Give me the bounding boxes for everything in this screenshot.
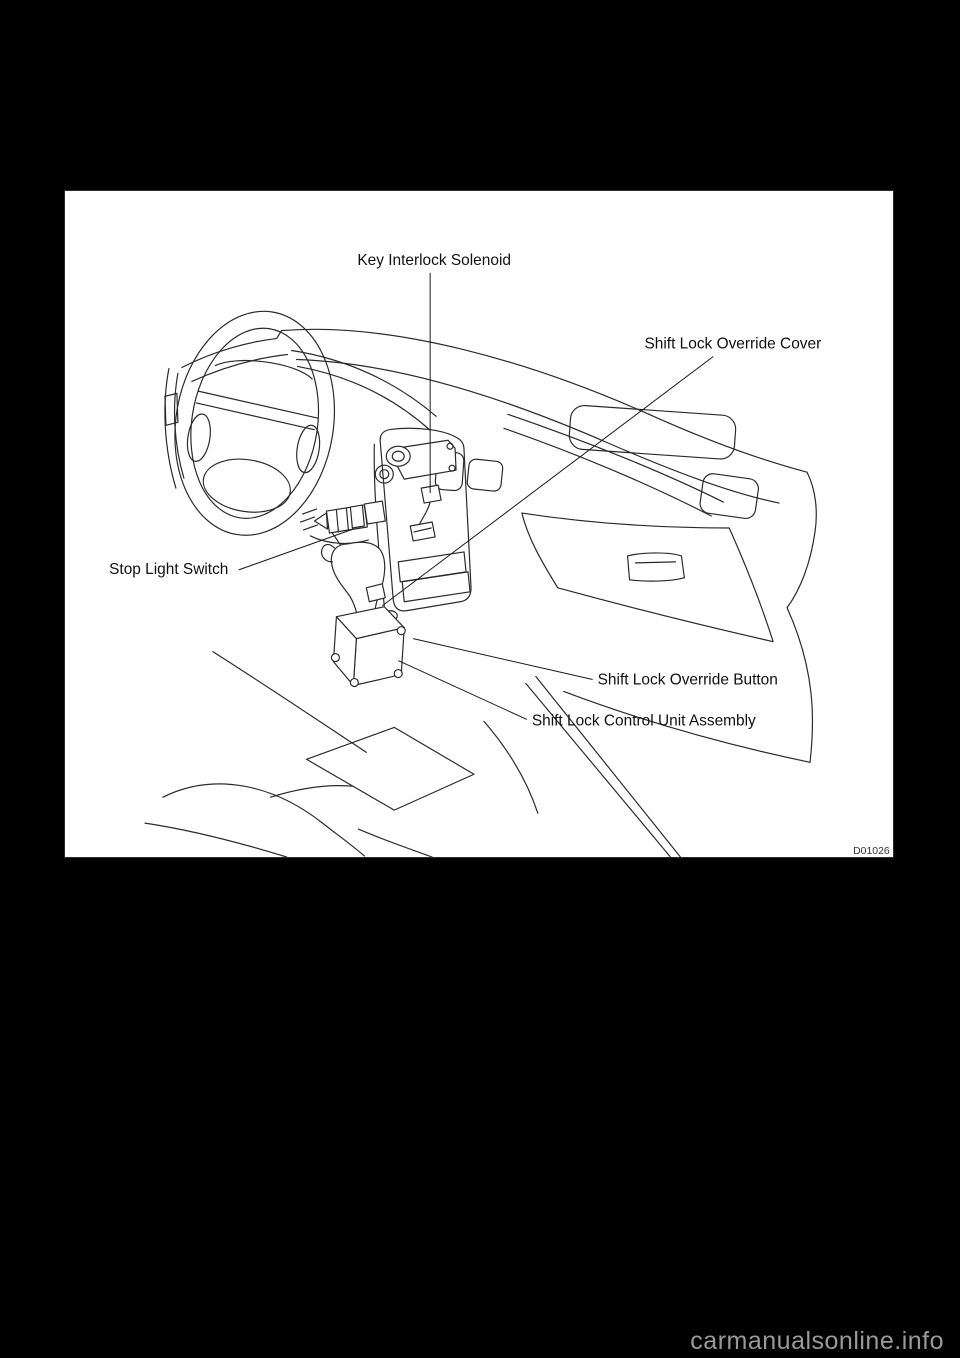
steering-wheel	[174, 310, 336, 536]
labels: Key Interlock Solenoid Shift Lock Overri…	[109, 252, 890, 857]
leader-stop-light-switch	[238, 528, 354, 571]
key-interlock-solenoid-part	[385, 439, 457, 542]
leader-shift-lock-override-cover	[381, 356, 714, 607]
stop-light-switch-part	[299, 500, 386, 545]
label-stop-light-switch: Stop Light Switch	[109, 561, 228, 578]
floor-console	[144, 651, 681, 857]
label-shift-lock-override-button: Shift Lock Override Button	[598, 672, 778, 689]
dashboard	[181, 328, 817, 763]
door-edge	[164, 367, 185, 489]
label-key-interlock-solenoid: Key Interlock Solenoid	[357, 252, 511, 269]
label-shift-lock-override-cover: Shift Lock Override Cover	[645, 336, 822, 353]
figure-code: D01026	[853, 846, 890, 857]
watermark: carmanualsonline.info	[690, 1327, 944, 1355]
dashboard-diagram: Key Interlock Solenoid Shift Lock Overri…	[109, 252, 890, 857]
key-cylinder	[374, 464, 394, 484]
override-cover-part	[365, 583, 386, 603]
leader-shift-lock-control-unit	[398, 660, 528, 720]
label-shift-lock-control-unit: Shift Lock Control Unit Assembly	[532, 712, 756, 729]
leader-lines	[238, 272, 714, 720]
leader-shift-lock-override-button	[413, 638, 593, 681]
figure-box: Key Interlock Solenoid Shift Lock Overri…	[64, 190, 894, 858]
shift-lock-control-unit-part	[330, 583, 406, 688]
